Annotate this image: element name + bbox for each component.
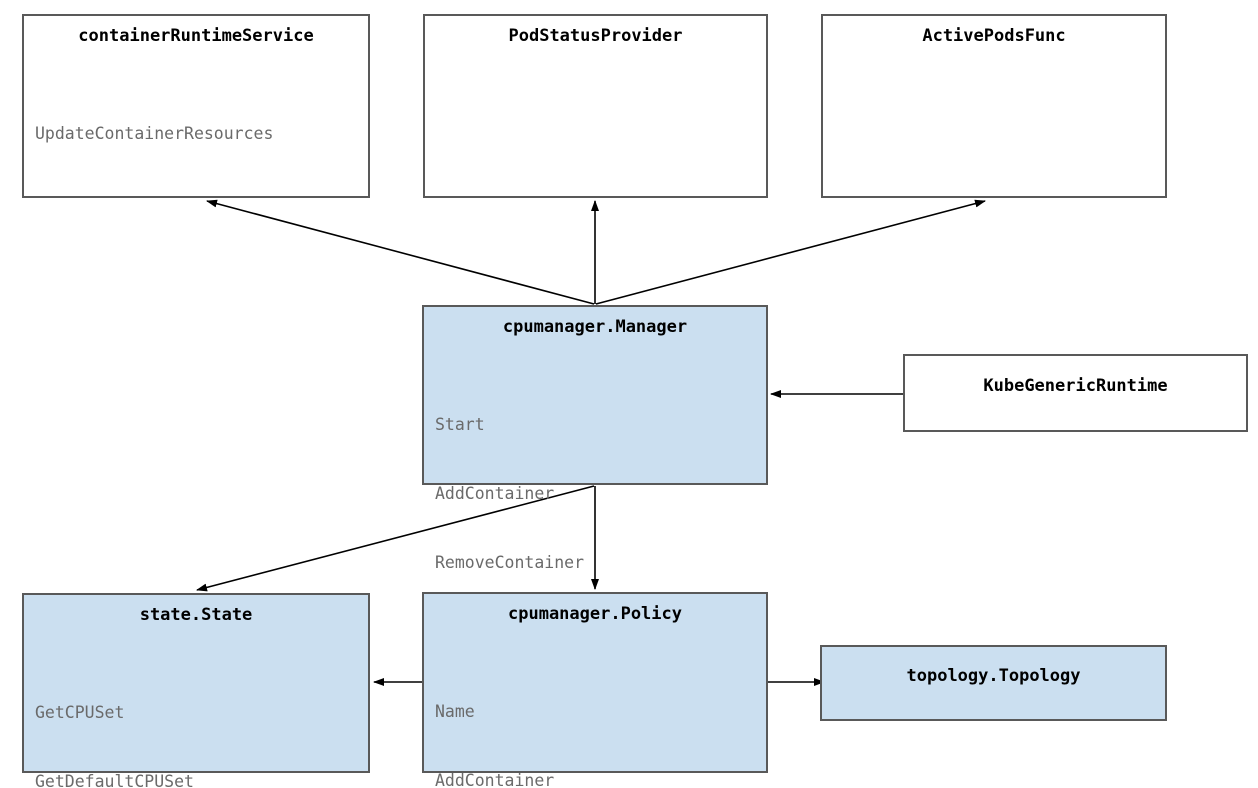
node-pod-status-provider[interactable]: PodStatusProvider — [423, 14, 768, 198]
node-title: containerRuntimeService — [78, 26, 314, 46]
node-members: UpdateContainerResources — [35, 76, 360, 191]
node-state-state[interactable]: state.State GetCPUSet GetDefaultCPUSet S… — [22, 593, 370, 788]
node-title: PodStatusProvider — [508, 26, 683, 46]
edge-manager-to-activePodsFunc — [595, 199, 986, 305]
node-members: GetCPUSet GetDefaultCPUSet SetCPUSet Set… — [35, 655, 360, 788]
edge-manager-to-containerRuntimeService — [206, 199, 595, 305]
member-item: AddContainer — [435, 484, 555, 503]
member-item: GetDefaultCPUSet — [35, 772, 194, 788]
node-title: state.State — [139, 605, 253, 625]
node-active-pods-func[interactable]: ActivePodsFunc — [821, 14, 1167, 198]
node-cpumanager-manager[interactable]: cpumanager.Manager Start AddContainer Re… — [422, 305, 768, 641]
member-item: RemoveContainer — [435, 553, 585, 572]
node-cpumanager-policy[interactable]: cpumanager.Policy Name AddContainer Remo… — [422, 592, 768, 788]
node-title: topology.Topology — [906, 666, 1081, 686]
node-topology-topology[interactable]: topology.Topology — [820, 645, 1167, 721]
node-title: ActivePodsFunc — [922, 26, 1066, 46]
node-title: cpumanager.Policy — [508, 604, 682, 624]
node-kube-generic-runtime[interactable]: KubeGenericRuntime — [903, 354, 1248, 432]
node-container-runtime-service[interactable]: containerRuntimeService UpdateContainerR… — [22, 14, 370, 198]
member-item: Start — [435, 415, 485, 434]
member-item: GetCPUSet — [35, 703, 125, 722]
node-members: Name AddContainer RemoveContainer — [435, 654, 758, 788]
member-item: AddContainer — [435, 771, 555, 788]
node-title: KubeGenericRuntime — [983, 376, 1168, 396]
member-item: UpdateContainerResources — [35, 124, 274, 143]
node-title: cpumanager.Manager — [502, 317, 688, 337]
member-item: Name — [435, 702, 475, 721]
